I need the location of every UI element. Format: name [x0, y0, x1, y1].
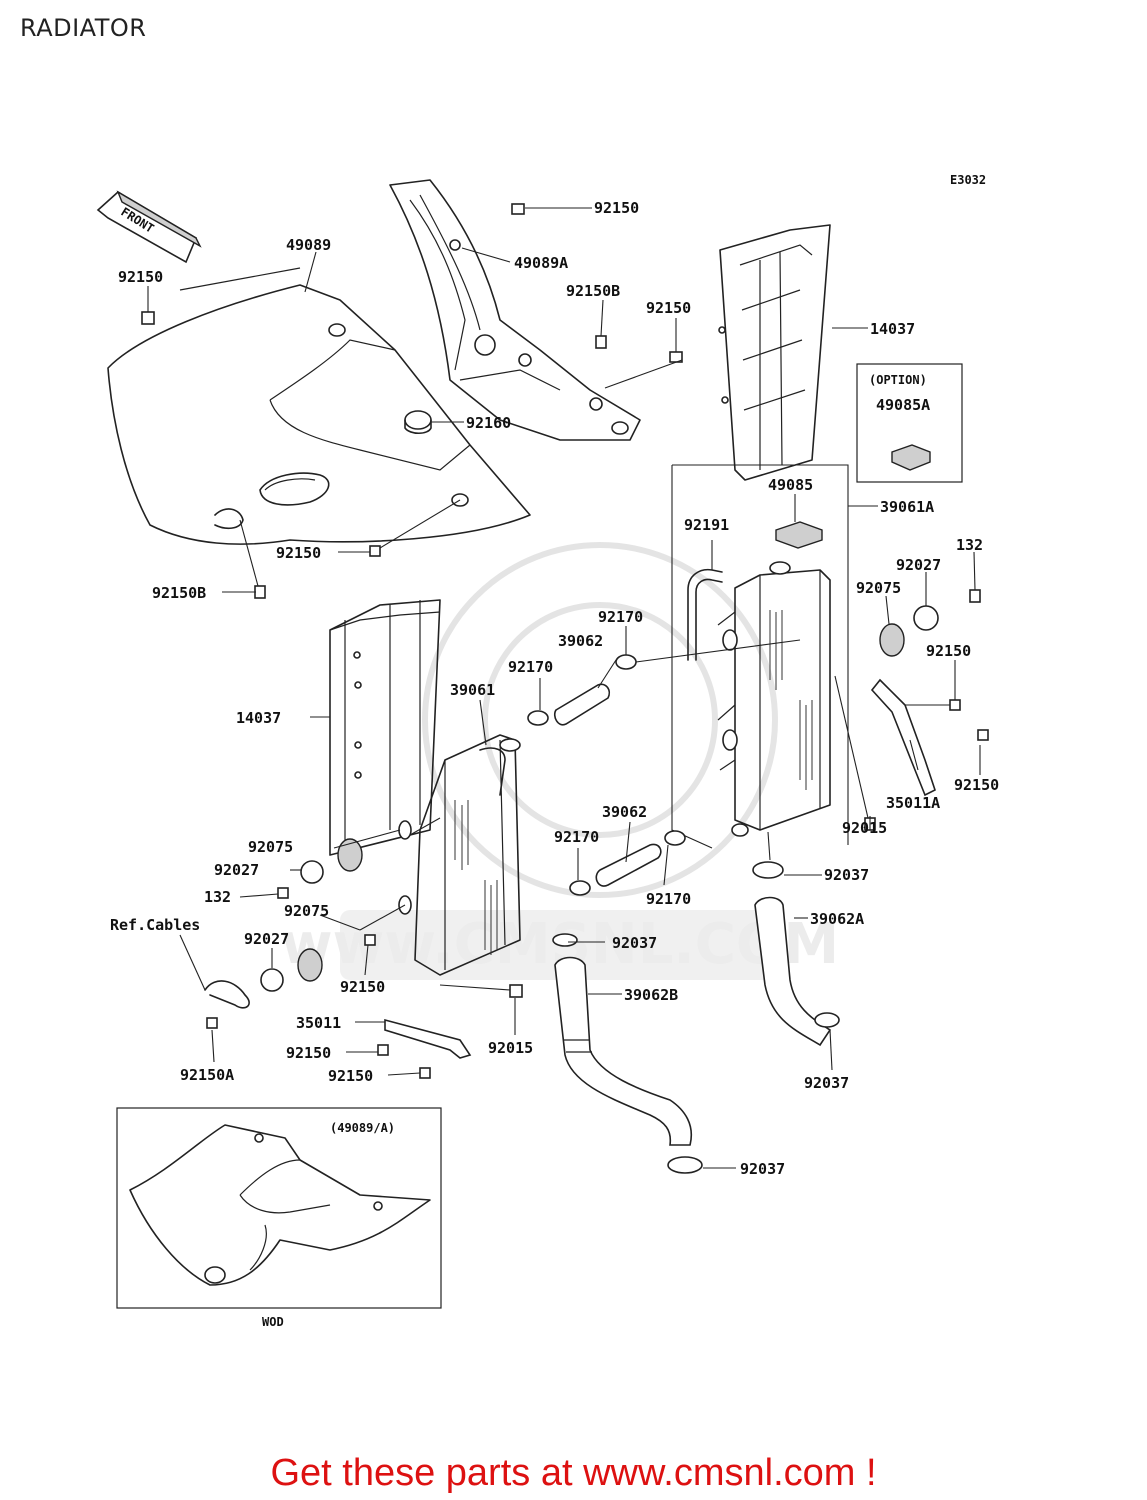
stay-brackets: [384, 678, 936, 1059]
label-92037: 92037: [740, 1160, 785, 1178]
label-39062: 39062: [602, 803, 647, 821]
label-92150B: 92150B: [152, 584, 206, 602]
label-92150: 92150: [118, 268, 163, 286]
label-92150A: 92150A: [180, 1066, 234, 1084]
label-39062A: 39062A: [810, 910, 864, 928]
hose-39062-lower: [595, 843, 662, 887]
label-49089A: 49089A: [514, 254, 568, 272]
inset-variant-box: (49089/A) WOD: [116, 1107, 442, 1329]
label-92150: 92150: [286, 1044, 331, 1062]
radiator-parts-diagram: www.CMSNL.COM E3032 FRONT: [96, 173, 999, 1329]
front-arrow-icon: FRONT: [96, 190, 202, 264]
label-92037: 92037: [612, 934, 657, 952]
label-92170: 92170: [554, 828, 599, 846]
radiator-grille-left: [329, 599, 441, 856]
label-92027: 92027: [214, 861, 259, 879]
label-92150: 92150: [594, 199, 639, 217]
label-39062B: 39062B: [624, 986, 678, 1004]
inset-caption: (49089/A): [330, 1121, 395, 1135]
label-14037: 14037: [236, 709, 281, 727]
label-92015: 92015: [842, 819, 887, 837]
label-92027: 92027: [896, 556, 941, 574]
label-92075: 92075: [248, 838, 293, 856]
label-92150B: 92150B: [566, 282, 620, 300]
grommet-92160: [404, 410, 432, 435]
option-box-part: 49085A: [876, 396, 930, 414]
footer-promo-link[interactable]: Get these parts at www.cmsnl.com !: [270, 1452, 877, 1494]
label-92150: 92150: [276, 544, 321, 562]
label-92160: 92160: [466, 414, 511, 432]
label-92191: 92191: [684, 516, 729, 534]
part-labels: 49089 92150 92150 49089A 92150B 92150 14…: [110, 199, 999, 1178]
label-92075: 92075: [284, 902, 329, 920]
label-92150: 92150: [328, 1067, 373, 1085]
assembly-bracket-39061A: [671, 464, 849, 849]
hose-39062B: [554, 956, 692, 1146]
label-ref-cables: Ref.Cables: [110, 916, 200, 934]
label-39061A: 39061A: [880, 498, 934, 516]
radiator-right-39061A: [717, 561, 831, 837]
cable-clip: [204, 980, 250, 1009]
label-14037: 14037: [870, 320, 915, 338]
radiator-shroud-right: [389, 179, 641, 441]
watermark-logo: www.CMSNL.COM: [281, 542, 839, 980]
radiator-shroud-left: [107, 267, 531, 545]
diagram-code: E3032: [950, 173, 986, 187]
label-132: 132: [956, 536, 983, 554]
label-92075: 92075: [856, 579, 901, 597]
inset-label: WOD: [262, 1315, 284, 1329]
label-92150: 92150: [954, 776, 999, 794]
radiator-grille-right: [718, 224, 831, 481]
hose-39062-upper: [553, 683, 611, 726]
label-49085: 49085: [768, 476, 813, 494]
grommets-collars: [260, 605, 939, 992]
hose-39062A: [754, 896, 832, 1047]
label-92015: 92015: [488, 1039, 533, 1057]
label-92150: 92150: [340, 978, 385, 996]
option-box: (OPTION) 49085A: [856, 363, 963, 483]
label-35011A: 35011A: [886, 794, 940, 812]
label-92170: 92170: [646, 890, 691, 908]
label-39061: 39061: [450, 681, 495, 699]
label-92150: 92150: [926, 642, 971, 660]
label-35011: 35011: [296, 1014, 341, 1032]
label-92027: 92027: [244, 930, 289, 948]
label-92037: 92037: [804, 1074, 849, 1092]
label-92170: 92170: [508, 658, 553, 676]
option-box-title: (OPTION): [869, 373, 927, 387]
label-92037: 92037: [824, 866, 869, 884]
label-92150: 92150: [646, 299, 691, 317]
label-132: 132: [204, 888, 231, 906]
label-39062: 39062: [558, 632, 603, 650]
hose-clamp-icons: [527, 654, 840, 1174]
page-title: RADIATOR: [20, 14, 147, 42]
label-92170: 92170: [598, 608, 643, 626]
pad-49085: [775, 521, 823, 549]
label-49089: 49089: [286, 236, 331, 254]
leader-lines: [147, 207, 981, 1169]
radiator-left-39061: [398, 734, 521, 976]
